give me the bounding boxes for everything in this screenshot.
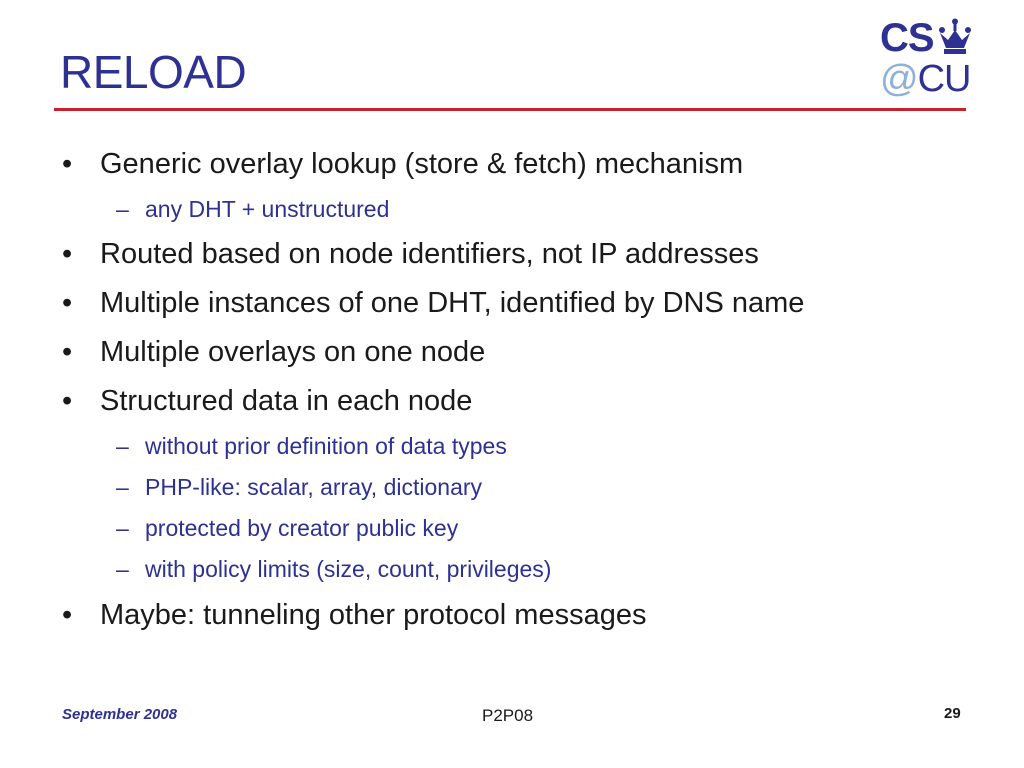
subbullet-marker: – (116, 515, 129, 541)
subbullet-text: without prior definition of data types (145, 433, 507, 459)
bullet-text: Maybe: tunneling other protocol messages (100, 599, 647, 631)
subbullet-marker: – (116, 474, 129, 500)
footer-date: September 2008 (62, 706, 178, 723)
bullet-marker: • (62, 238, 73, 270)
bullet-text: Multiple instances of one DHT, identifie… (100, 287, 805, 319)
subbullet-marker: – (116, 433, 129, 459)
bullet-text: Generic overlay lookup (store & fetch) m… (100, 148, 744, 180)
cs-cu-logo: CS @CU (878, 12, 978, 100)
bullet-text: Routed based on node identifiers, not IP… (100, 238, 759, 270)
subbullet-text: with policy limits (size, count, privile… (145, 556, 552, 582)
footer-conference: P2P08 (482, 706, 534, 725)
subbullet-text: any DHT + unstructured (145, 196, 390, 222)
subbullet-marker: – (116, 196, 129, 222)
page-number: 29 (944, 705, 961, 722)
subbullet-text: protected by creator public key (145, 515, 459, 541)
slide-title: RELOAD (60, 46, 247, 98)
crown-icon (939, 18, 971, 54)
logo-cu-line: @CU (880, 58, 972, 100)
subbullet-marker: – (116, 556, 129, 582)
bullet-marker: • (62, 148, 73, 180)
bullet-marker: • (62, 385, 73, 417)
subbullet-text: PHP-like: scalar, array, dictionary (145, 474, 483, 500)
bullet-text: Multiple overlays on one node (100, 336, 486, 368)
bullet-marker: • (62, 599, 73, 631)
logo-at-symbol: @ (880, 58, 919, 100)
logo-cu-text: CU (917, 58, 972, 100)
logo-cs-text: CS (880, 16, 935, 60)
bullet-marker: • (62, 287, 73, 319)
title-divider (54, 108, 966, 111)
bullet-marker: • (62, 336, 73, 368)
bullet-text: Structured data in each node (100, 385, 473, 417)
